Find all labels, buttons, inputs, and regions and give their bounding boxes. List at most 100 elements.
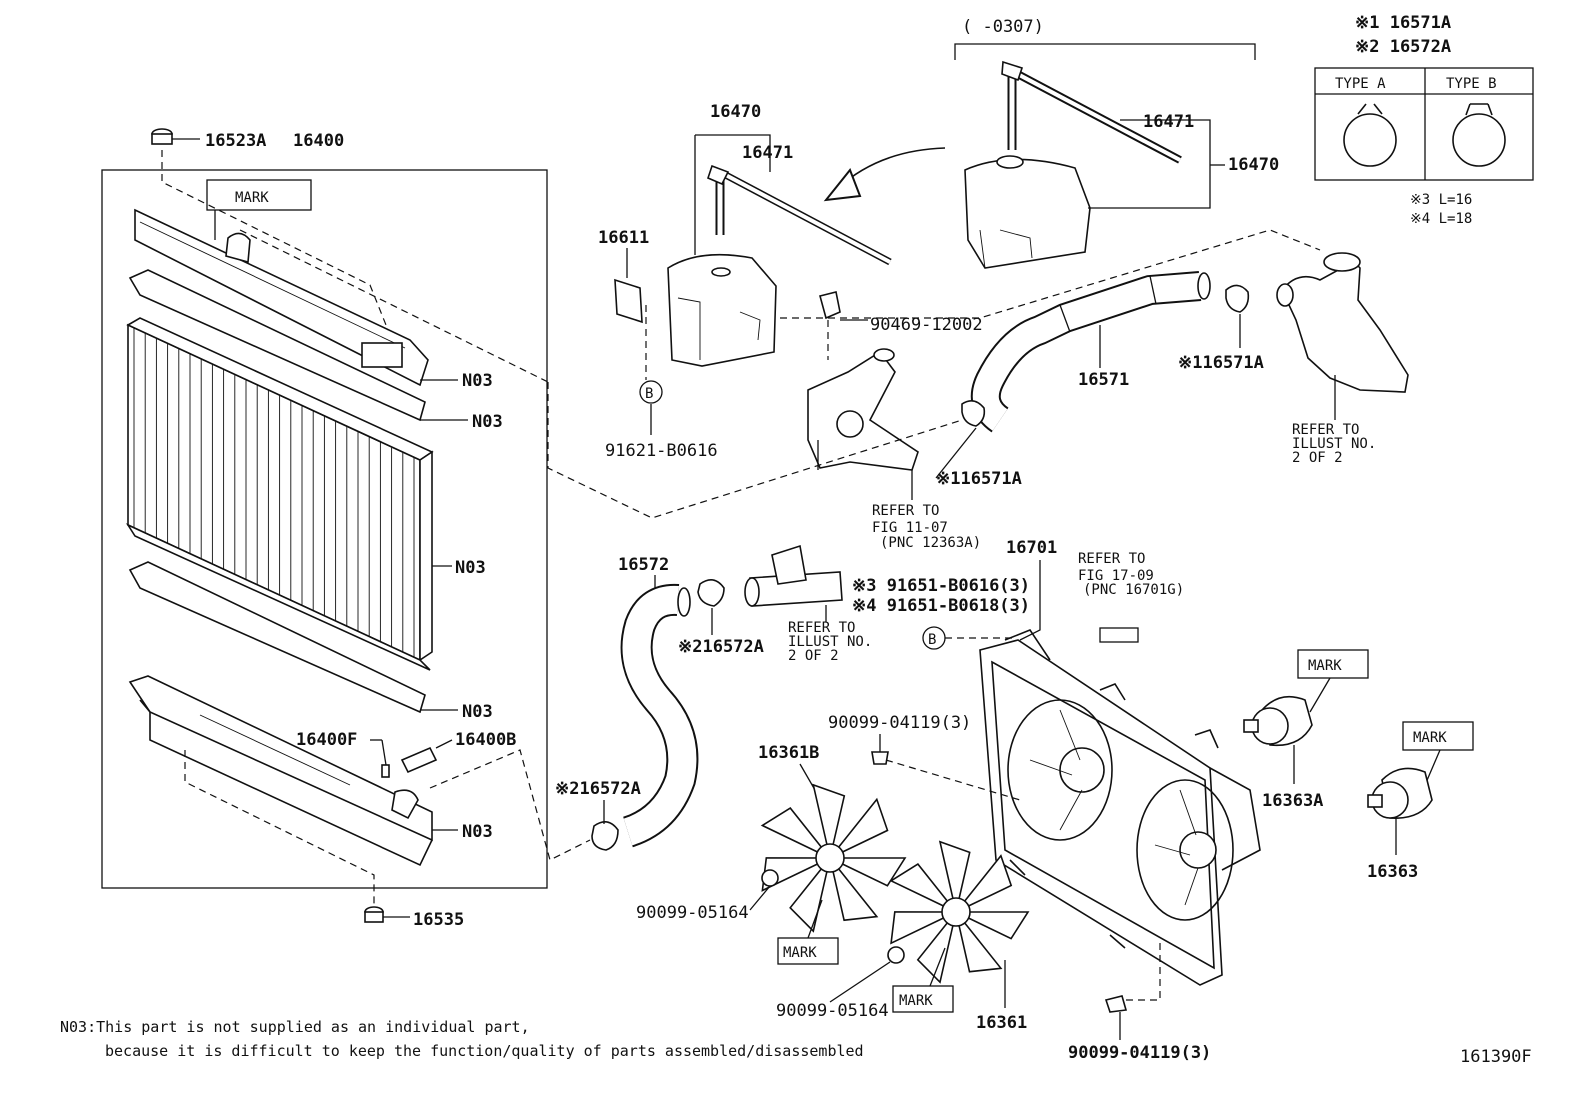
refer-fig1709-3: (PNC 16701G) [1083,582,1184,598]
hose-clamp-16572a-upper [697,579,725,607]
label-90099-05164-b: 90099-05164 [776,1001,889,1021]
reservoir-tank-right [964,158,1091,269]
label-16363: 16363 [1367,862,1418,882]
footnote-line-2: because it is difficult to keep the func… [105,1042,864,1060]
refer-fig1709-2: FIG 17-09 [1078,568,1154,584]
label-range: ( -0307) [962,17,1044,37]
mark-box-motor-b [1402,721,1474,751]
legend-type-b: TYPE B [1446,76,1497,92]
mark-motor-b-text: MARK [1413,730,1447,746]
bolt-90099-04119-lower: 90099-04119(3) [1068,940,1211,1063]
clamp-type-b-icon [1452,113,1506,167]
mark-box-fan2 [892,985,954,1013]
label-16572a-upper: ※216572A [678,637,764,657]
label-91651-b0618: ※4 91651-B0618(3) [852,596,1030,616]
label-n03-4: N03 [462,702,493,722]
mark-radiator-text: MARK [235,190,269,206]
label-n03-3: N03 [455,558,486,578]
refer-fig1107-3: (PNC 12363A) [880,535,981,551]
label-n03-2: N03 [472,412,503,432]
clamp-type-legend: ※1 16571A ※2 16572A TYPE A TYPE B ※3 L=1… [1314,13,1534,227]
fan-motor-16363a: MARK 16363A [1243,649,1369,811]
lower-tank [128,675,433,842]
drain-plug-16400f [381,764,390,778]
fan-shroud-16701: 16701 [979,538,1261,986]
label-91621-b0616: 91621-B0616 [605,441,718,461]
fan-motor-16363: MARK 16363 [1367,721,1474,882]
label-91651-b0616: ※3 91651-B0616(3) [852,576,1030,596]
fan-16361b: 16361B MARK [758,743,907,965]
legend-3: ※3 L=16 [1410,192,1472,208]
label-n03-5: N03 [462,822,493,842]
refer-ill2-3: 2 OF 2 [788,648,839,664]
label-16400: 16400 [293,131,344,151]
reservoir-tank-left [667,253,777,367]
label-16470-a: 16470 [710,102,761,122]
label-90099-04119-a: 90099-04119(3) [828,713,971,733]
radiator-frame [101,169,548,889]
label-16361: 16361 [976,1013,1027,1033]
label-16523a: 16523A [205,131,266,151]
label-16400b: 16400B [455,730,516,750]
water-outlet-housing [1281,262,1409,393]
legend-2: ※2 16572A [1355,37,1451,57]
label-16470-b: 16470 [1228,155,1279,175]
refer-ill2-1: REFER TO [788,620,855,636]
figure-id: 161390F [1460,1047,1532,1067]
label-16535: 16535 [413,910,464,930]
label-16571a-lower: ※116571A [936,469,1022,489]
upper-tank [134,208,429,387]
lower-gasket [128,561,426,714]
hose-clamp-16572a-lower [591,821,619,851]
label-90469-12002: 90469-12002 [870,315,983,335]
mark-motor-a-text: MARK [1308,658,1342,674]
label-90099-04119-b: 90099-04119(3) [1068,1043,1211,1063]
refer-ill1-1: REFER TO [1292,422,1359,438]
bracket-16611 [614,278,643,324]
label-16701: 16701 [1006,538,1057,558]
refer-fig1107-2: FIG 11-07 [872,520,948,536]
nut-90099-05164-b: 90099-05164 [776,946,905,1021]
label-16572: 16572 [618,555,669,575]
footnote-line-1: N03:This part is not supplied as an indi… [60,1018,530,1036]
label-16572a-lower: ※216572A [555,779,641,799]
radiator-core [125,317,434,671]
legend-4: ※4 L=18 [1410,211,1472,227]
label-16571: 16571 [1078,370,1129,390]
legend-box [1314,67,1534,181]
reservoir-assembly-right: ( -0307) 16471 16470 [954,17,1279,269]
fan-16361: MARK 16361 [889,840,1030,1033]
refer-ill1-2: ILLUST NO. [1292,436,1376,452]
mark-fan1-text: MARK [783,945,817,961]
bolt-90099-04119-upper: 90099-04119(3) [828,713,1021,801]
lower-hose-area: 16572 ※216572A ※216572A REFER TO ILLUST … [429,544,872,861]
legend-1: ※1 16571A [1355,13,1451,33]
upper-gasket [128,269,426,422]
legend-type-a: TYPE A [1335,76,1386,92]
label-n03-1: N03 [462,371,493,391]
label-90099-05164-a: 90099-05164 [636,903,749,923]
radiator-cap-16523a [151,128,200,145]
refer-fig1107-1: REFER TO [872,503,939,519]
refer-fig1709-1: REFER TO [1078,551,1145,567]
label-16361b: 16361B [758,743,819,763]
label-16471-b: 16471 [1143,112,1194,132]
drain-cock-16400b [400,746,438,774]
label-16571a-upper: ※116571A [1178,353,1264,373]
lower-outlet-pipe [391,789,419,820]
circle-b-1 [639,380,663,404]
engine-mount-bracket [807,350,919,471]
hose-clamp-16571a-upper [1225,284,1250,313]
label-16611: 16611 [598,228,649,248]
radiator-assembly: 16523A 16400 MARK [101,128,549,930]
label-16400f: 16400F [296,730,357,750]
upper-hose-area: 90469-12002 REFER TO FIG 11-07 (PNC 1236… [547,229,1409,551]
upper-inlet-pipe [225,232,251,264]
refer-ill2-2: ILLUST NO. [788,634,872,650]
mark-box-radiator [206,179,312,211]
circle-b1-text: B [645,386,653,402]
lower-cushion-16535 [364,906,410,923]
label-16471-a: 16471 [742,143,793,163]
nut-90099-05164-a: 90099-05164 [636,869,779,923]
